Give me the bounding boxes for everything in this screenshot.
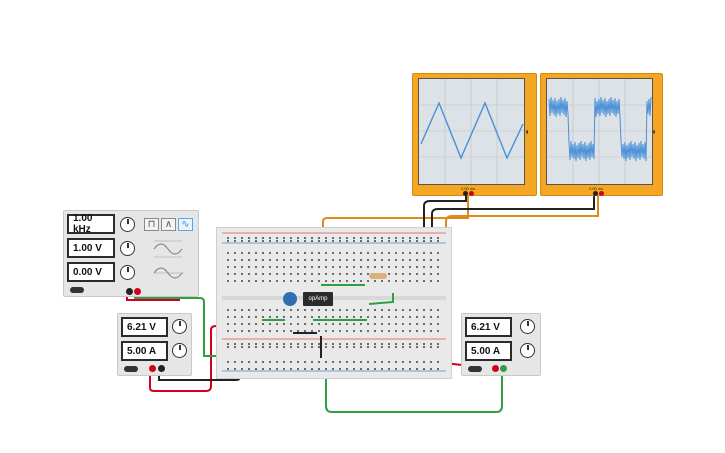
frequency-display: 1.00 kHz xyxy=(67,213,115,235)
wire-green-fgen[interactable] xyxy=(134,290,228,357)
oscilloscope-right: ▮ 2.00 ms xyxy=(540,73,663,196)
resistor[interactable] xyxy=(369,273,387,279)
terminal-positive[interactable] xyxy=(492,365,499,372)
probe-positive[interactable] xyxy=(599,191,604,196)
power-toggle[interactable] xyxy=(70,287,84,293)
time-label: 2.00 ms xyxy=(461,186,476,191)
triangle-wave-icon: ∧ xyxy=(164,219,173,230)
wire-black-scope-right[interactable] xyxy=(431,193,595,355)
capacitor[interactable] xyxy=(283,292,297,306)
terminal-negative[interactable] xyxy=(158,365,165,372)
voltage-knob[interactable] xyxy=(520,319,535,334)
breadboard-grid xyxy=(222,232,446,372)
wire-orange-scope-left[interactable] xyxy=(322,195,469,265)
scope-side-label: ▮ xyxy=(653,129,656,134)
probe-negative[interactable] xyxy=(593,191,598,196)
scope-side-label: ▮ xyxy=(526,129,529,134)
wire-red-left-psu[interactable] xyxy=(149,319,265,392)
wire-black-scope-left[interactable] xyxy=(423,195,467,355)
scope-screen xyxy=(418,78,525,185)
offset-knob[interactable] xyxy=(120,265,135,280)
opamp-chip[interactable]: opAmp xyxy=(303,292,333,306)
square-wave-button[interactable]: ⊓ xyxy=(144,218,159,231)
oscilloscope-left: ▮ 2.00 ms xyxy=(412,73,537,196)
power-supply-right: 6.21 V 5.00 A xyxy=(461,313,541,376)
power-toggle[interactable] xyxy=(468,366,482,372)
terminal-negative[interactable] xyxy=(126,288,133,295)
amplitude-display: 1.00 V xyxy=(67,238,115,258)
chip-label: opAmp xyxy=(308,296,328,302)
time-label: 2.00 ms xyxy=(589,186,604,191)
scope-trace xyxy=(419,79,524,184)
scope-trace xyxy=(547,79,652,184)
voltage-display: 6.21 V xyxy=(465,317,512,337)
board-jumpers xyxy=(262,284,394,358)
frequency-knob[interactable] xyxy=(120,217,135,232)
terminal-ground[interactable] xyxy=(500,365,507,372)
voltage-knob[interactable] xyxy=(172,319,187,334)
breadboard: opAmp xyxy=(216,227,452,379)
offset-wave-icon xyxy=(153,267,184,279)
function-generator: 1.00 kHz 1.00 V 0.00 V ⊓ ∧ ∿ xyxy=(63,210,199,297)
current-knob[interactable] xyxy=(520,343,535,358)
current-display: 5.00 A xyxy=(465,341,512,361)
wire-green-bottom[interactable] xyxy=(325,335,503,413)
probe-positive[interactable] xyxy=(469,191,474,196)
amplitude-knob[interactable] xyxy=(120,241,135,256)
current-knob[interactable] xyxy=(172,343,187,358)
voltage-display: 6.21 V xyxy=(121,317,168,337)
sine-wave-button[interactable]: ∿ xyxy=(178,218,193,231)
terminal-positive[interactable] xyxy=(149,365,156,372)
current-display: 5.00 A xyxy=(121,341,168,361)
offset-display: 0.00 V xyxy=(67,262,115,282)
amplitude-wave-icon xyxy=(153,240,183,258)
power-toggle[interactable] xyxy=(124,366,138,372)
square-wave-icon: ⊓ xyxy=(147,219,156,230)
sine-wave-icon: ∿ xyxy=(181,219,190,230)
triangle-wave-button[interactable]: ∧ xyxy=(161,218,176,231)
probe-negative[interactable] xyxy=(463,191,468,196)
power-supply-left: 6.21 V 5.00 A xyxy=(117,313,192,376)
scope-screen xyxy=(546,78,653,185)
terminal-positive[interactable] xyxy=(134,288,141,295)
